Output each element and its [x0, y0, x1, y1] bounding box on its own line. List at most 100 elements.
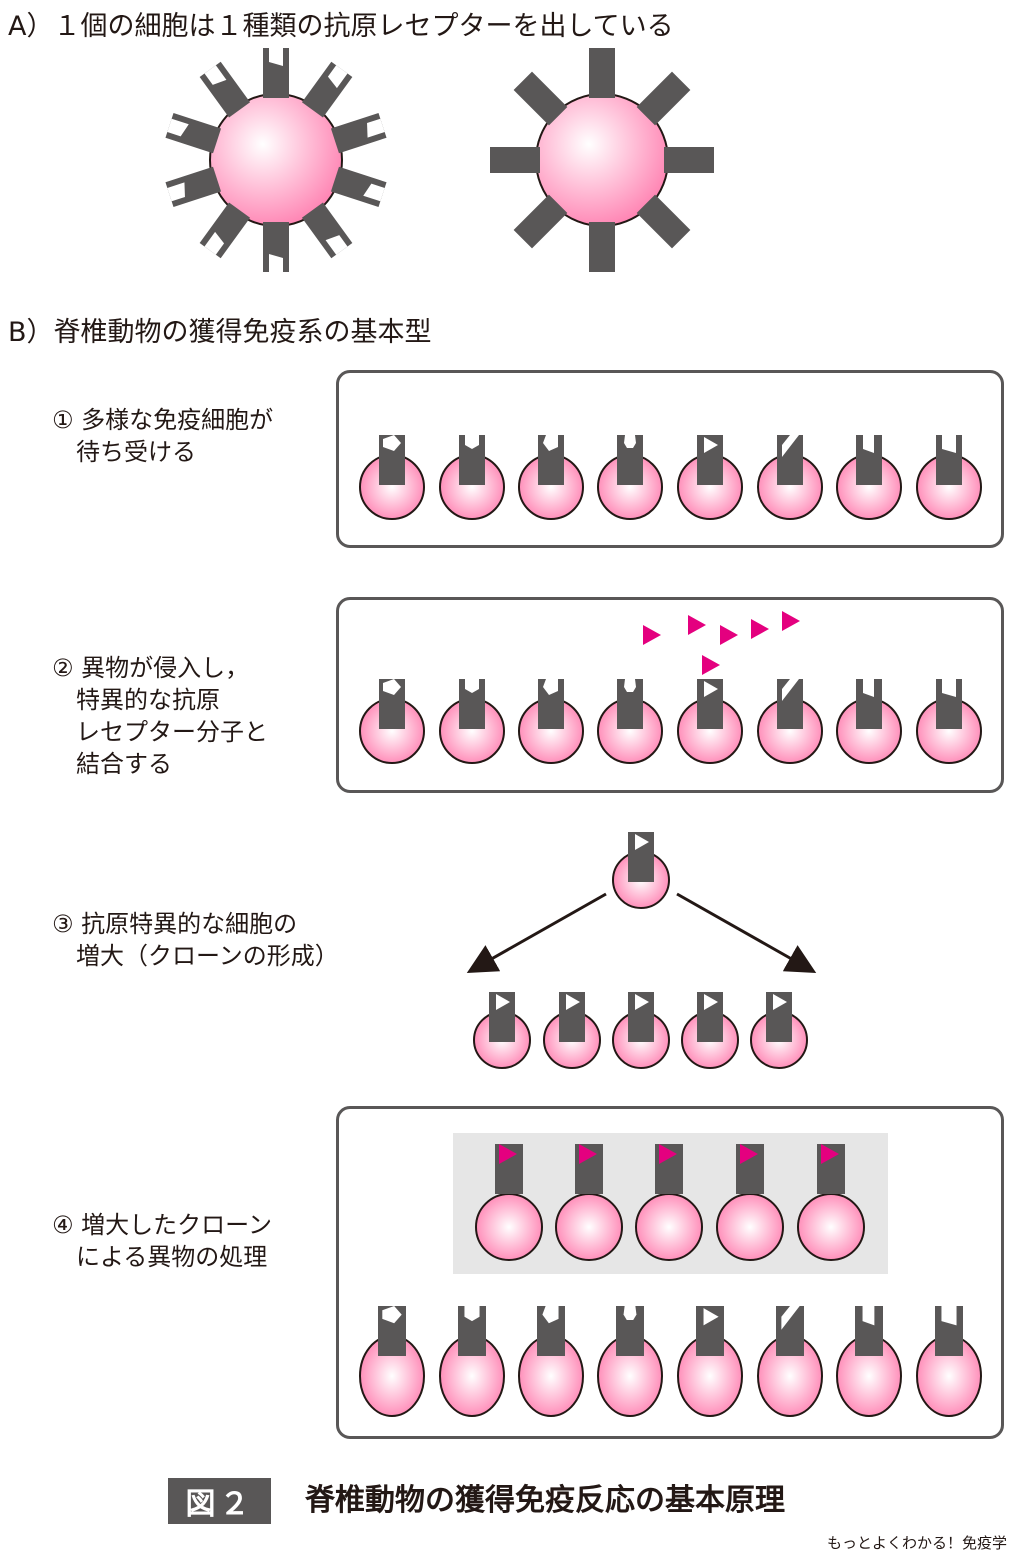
antigen-receptor: [490, 147, 540, 173]
clone-cell: [750, 992, 808, 1069]
immune-cell: [518, 679, 584, 764]
receptor-binding-site: [542, 1306, 559, 1324]
immune-cell: [836, 679, 902, 764]
antigen-receptor: [856, 679, 882, 729]
step-4-cells: [359, 1144, 982, 1417]
cell-type-1: [165, 48, 387, 272]
antigen-receptor: [696, 1306, 724, 1356]
receptor-binding-site: [566, 994, 580, 1010]
cell-body: [797, 1193, 865, 1261]
immune-cell: [916, 1306, 982, 1417]
receptor-binding-site: [269, 48, 283, 66]
receptor-binding-site: [942, 435, 956, 453]
antigen-receptor: [199, 202, 251, 259]
antigen-receptor: [589, 48, 615, 98]
step-2-panel: [336, 597, 1004, 793]
antigen-receptor: [165, 166, 222, 207]
antigen-receptor: [513, 71, 568, 126]
step-1-cells: [359, 435, 982, 520]
bound-antigen: [659, 1144, 677, 1164]
receptor-binding-site: [383, 435, 401, 451]
antigen-receptor: [199, 61, 251, 118]
antigen-triangle: [751, 619, 769, 639]
receptor-binding-site: [782, 679, 799, 701]
antigen-receptor: [628, 992, 654, 1042]
clone-cell: [612, 992, 670, 1069]
figure-badge: 図２: [168, 1478, 271, 1524]
immune-cell: [916, 435, 982, 520]
cell-body: [475, 1193, 543, 1261]
receptor-binding-site: [635, 834, 649, 850]
cell-body: [716, 1193, 784, 1261]
receptor-binding-site: [269, 254, 283, 272]
step-1-label: ① 多様な免疫細胞が 待ち受ける: [52, 406, 274, 466]
cell-body: [635, 1193, 703, 1261]
clone-cell: [681, 992, 739, 1069]
step-3-label: ③ 抗原特異的な細胞の 増大（クローンの形成）: [52, 910, 339, 970]
receptor-binding-site: [204, 231, 225, 255]
immune-cell: [439, 435, 505, 520]
immune-cell: [597, 435, 663, 520]
antigen-receptor: [697, 435, 723, 485]
immune-cell: [518, 1306, 584, 1417]
clone-cell-with-antigen: [797, 1144, 865, 1261]
immune-cell: [916, 679, 982, 764]
receptor-binding-site: [464, 1306, 480, 1322]
bound-antigen: [821, 1144, 839, 1164]
antigen-triangle: [782, 611, 800, 631]
immune-cell: [518, 435, 584, 520]
immune-cell: [677, 679, 743, 764]
antigen-receptor: [589, 222, 615, 272]
antigen-receptor: [664, 147, 714, 173]
arrow-right: [676, 892, 817, 973]
immune-cell: [836, 1306, 902, 1417]
cell-body: [555, 1193, 623, 1261]
antigen-receptor: [378, 1306, 406, 1356]
figure-title: 脊椎動物の獲得免疫反応の基本原理: [305, 1483, 785, 1518]
receptor-binding-site: [325, 235, 348, 255]
antigen-receptor: [628, 832, 654, 882]
immune-cell: [757, 679, 823, 764]
clone-cell-with-antigen: [635, 1144, 703, 1261]
antigen-receptor: [301, 202, 353, 259]
antigen-receptor: [165, 113, 222, 154]
receptor-binding-site: [704, 437, 718, 453]
bound-antigen: [499, 1144, 517, 1164]
step-3-clonal-expansion: [466, 832, 817, 1069]
antigen-receptor: [489, 992, 515, 1042]
receptor-stalk: [636, 194, 691, 249]
receptor-binding-site: [863, 435, 874, 453]
antigen-receptor: [935, 1306, 963, 1356]
receptor-binding-site: [624, 679, 636, 692]
antigen-receptor: [776, 1306, 804, 1356]
receptor-binding-site: [363, 183, 385, 202]
section-a-heading: A）１個の細胞は１種類の抗原レセプターを出している: [8, 11, 674, 42]
receptor-binding-site: [327, 65, 348, 89]
receptor-binding-site: [167, 182, 185, 202]
antigen-receptor: [856, 435, 882, 485]
antigen-receptor: [777, 435, 803, 485]
antigen-receptor: [263, 222, 289, 272]
antigen-triangle: [702, 655, 720, 675]
antigen-receptor: [766, 992, 792, 1042]
parent-cell: [612, 832, 670, 909]
receptor-binding-site: [704, 681, 718, 697]
immune-cell: [597, 1306, 663, 1417]
immune-cell: [359, 435, 425, 520]
antigen-receptor: [777, 679, 803, 729]
antigen-receptor: [936, 679, 962, 729]
section-b-graphics: [359, 435, 982, 1417]
antigen-receptor: [458, 1306, 486, 1356]
bound-antigen: [740, 1144, 758, 1164]
receptor-stalk: [490, 147, 540, 173]
step-4-label: ④ 増大したクローン による異物の処理: [52, 1211, 272, 1271]
antigen-receptor: [636, 194, 691, 249]
antigen-receptor: [459, 679, 485, 729]
receptor-binding-site: [382, 1306, 402, 1324]
receptor-stalk: [664, 147, 714, 173]
step-1-panel: [336, 370, 1004, 548]
receptor-binding-site: [543, 435, 558, 451]
antigen-receptor: [537, 1306, 565, 1356]
step-2-cells: [359, 611, 982, 764]
